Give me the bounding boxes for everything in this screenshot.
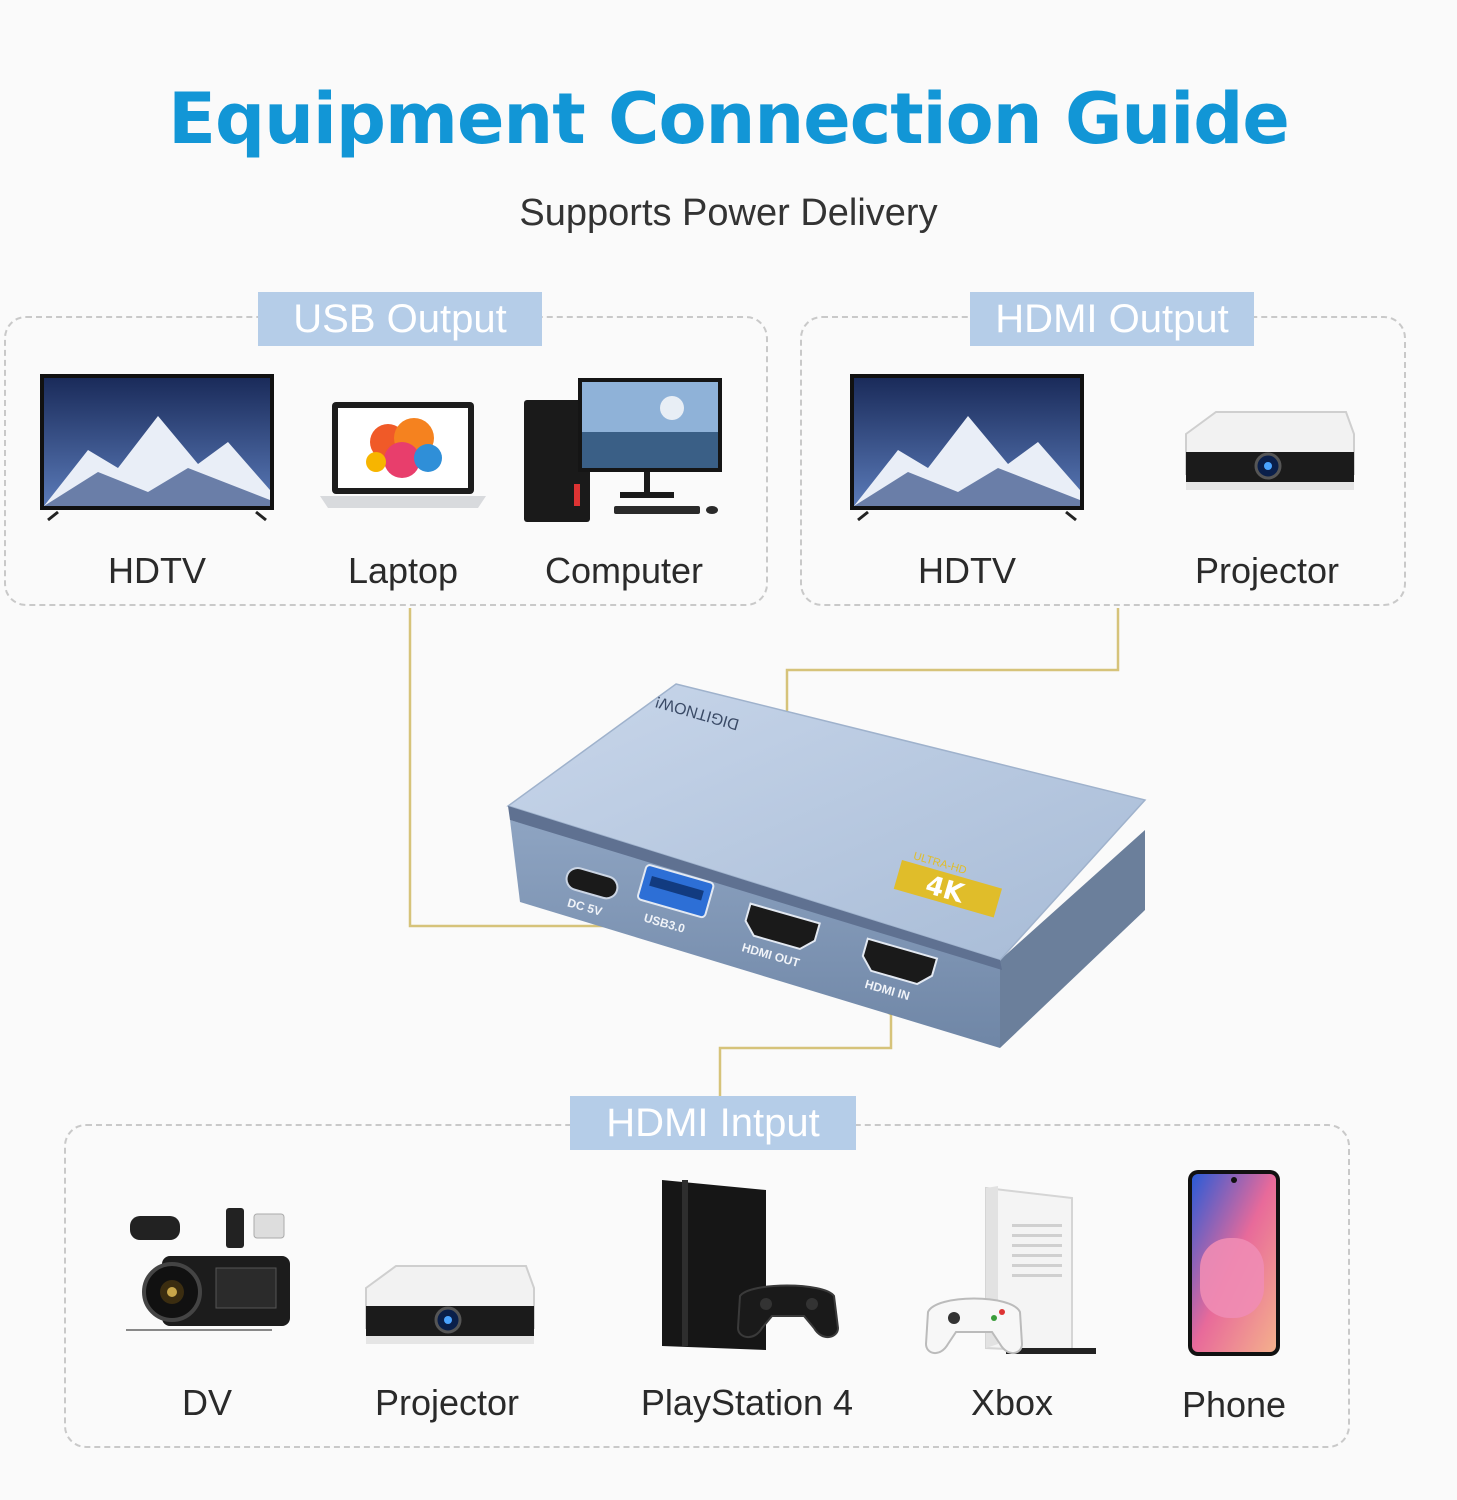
- hdmi-input-device-projector: Projector: [356, 1258, 538, 1432]
- hdmi-input-device-playstation: PlayStation 4: [641, 1178, 853, 1432]
- projector-icon: [365, 1265, 535, 1344]
- game-console-icon: [662, 1180, 840, 1350]
- laptop-icon: [320, 402, 486, 508]
- hdmi-output-device-projector: Projector: [1176, 404, 1358, 592]
- hdmi-output-device-hdtv: HDTV: [848, 372, 1086, 592]
- device-label: PlayStation 4: [640, 1382, 854, 1423]
- device-label: DV: [181, 1382, 232, 1423]
- page-subtitle: Supports Power Delivery: [519, 192, 938, 234]
- hdmi-capture-hub: DIGITNOW! 4K ULTRA-HD DC 5V USB3.0 HDMI …: [506, 683, 1147, 1048]
- device-label: Projector: [374, 1382, 520, 1423]
- xbox-console-icon: [924, 1186, 1096, 1354]
- hdmi-in-port: [861, 937, 939, 986]
- page-title: Equipment Connection Guide: [168, 78, 1290, 160]
- tv-icon: [850, 374, 1084, 522]
- hdmi-input-device-xbox: Xbox: [922, 1184, 1102, 1432]
- camcorder-icon: [126, 1208, 290, 1331]
- hdmi-out-port: [744, 902, 821, 951]
- tv-icon: [40, 374, 274, 522]
- device-label: Laptop: [347, 550, 459, 591]
- hdmi-input-device-phone: Phone: [1182, 1168, 1286, 1432]
- device-label: Xbox: [970, 1382, 1054, 1423]
- usb-output-device-hdtv: HDTV: [38, 372, 276, 592]
- hdmi-output-tag: HDMI Output: [970, 292, 1254, 346]
- usb-c-port: [565, 867, 619, 900]
- smartphone-icon: [1188, 1170, 1280, 1356]
- device-label: HDTV: [918, 550, 1016, 591]
- device-label: Phone: [1181, 1384, 1287, 1425]
- usb-output-device-computer: Computer: [522, 374, 726, 592]
- projector-icon: [1185, 411, 1355, 490]
- hdmi-input-tag: HDMI Intput: [570, 1096, 856, 1150]
- usb-output-connector: [408, 608, 640, 928]
- device-label: Computer: [544, 550, 704, 591]
- 4k-badge: 4K ULTRA-HD: [893, 850, 1002, 918]
- usb-output-device-laptop: Laptop: [318, 400, 488, 592]
- device-label: HDTV: [108, 550, 206, 591]
- hdmi-input-device-dv: DV: [122, 1206, 292, 1432]
- usb-output-tag: USB Output: [258, 292, 542, 346]
- desktop-computer-icon: [524, 378, 722, 522]
- device-label: Projector: [1194, 550, 1340, 591]
- hdmi-input-connector: [718, 1012, 893, 1096]
